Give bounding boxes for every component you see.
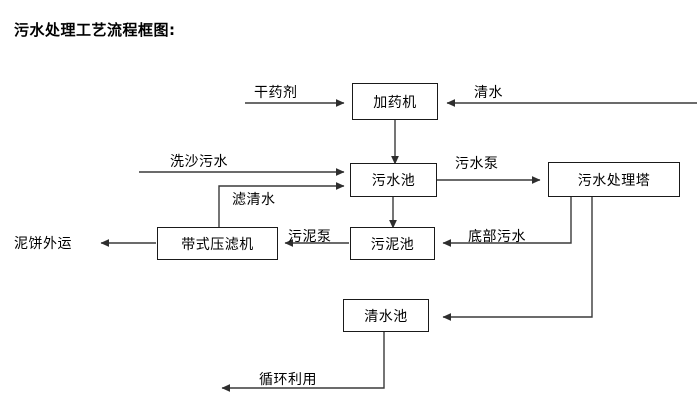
edge-label-mud-cake-transport: 泥饼外运 <box>14 236 72 252</box>
edge-label-sludge-pump: 污泥泵 <box>288 229 332 245</box>
node-belt-filter-press[interactable]: 带式压滤机 <box>157 227 278 260</box>
wire-clean-water-pool-to-reuse <box>221 332 385 392</box>
node-label: 带式压滤机 <box>181 236 254 253</box>
node-label: 污水池 <box>371 173 416 189</box>
node-wastewater-pool[interactable]: 污水池 <box>350 163 437 197</box>
edge-label-dry-chemical: 干药剂 <box>254 85 298 101</box>
edge-label-filtered-clear-water: 滤清水 <box>232 192 276 208</box>
edge-label-recycling-reuse: 循环利用 <box>259 372 317 388</box>
node-sludge-pool[interactable]: 污泥池 <box>350 227 435 260</box>
wire-filtered-water-to-wastewater-pool <box>218 182 345 227</box>
node-label: 清水池 <box>364 308 408 325</box>
node-dosing-machine[interactable]: 加药机 <box>352 83 438 120</box>
edge-label-clean-water-in: 清水 <box>474 85 503 101</box>
edge-label-bottom-wastewater: 底部污水 <box>468 229 526 245</box>
edge-label-sand-washing-wastewater: 洗沙污水 <box>170 154 228 170</box>
page-title: 污水处理工艺流程框图: <box>14 21 176 39</box>
node-label: 加药机 <box>373 94 417 111</box>
node-clean-water-pool[interactable]: 清水池 <box>343 299 429 332</box>
wire-tower-bottom-to-sludge-pool <box>442 196 572 247</box>
node-treatment-tower[interactable]: 污水处理塔 <box>548 162 680 197</box>
edge-label-sewage-pump: 污水泵 <box>455 156 499 172</box>
wire-tower-to-clean-water-pool <box>442 196 593 321</box>
node-label: 污泥池 <box>370 236 415 253</box>
node-label: 污水处理塔 <box>577 172 651 189</box>
